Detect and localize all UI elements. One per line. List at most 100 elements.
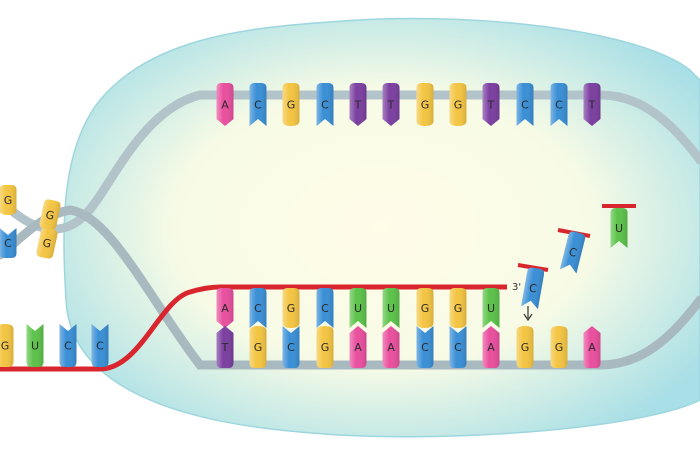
template-nucleotide-shade [216,83,234,126]
template-nucleotide-shade [249,83,267,126]
rna-nucleotide-letter: G [421,302,430,315]
rna-nucleotide: C [316,288,334,328]
exiting-rna-nucleotide-letter: C [96,340,104,353]
template-nucleotide: G [449,83,467,126]
rna-nucleotide: G [416,288,434,328]
three-prime-label: 3' [512,282,521,293]
rna-nucleotide-letter: U [354,302,362,315]
exiting-rna-nucleotide: U [26,324,44,367]
template-nucleotide: C [550,83,568,126]
dna-nucleotide-shade [382,326,400,368]
dna-nucleotide: G [249,326,267,368]
dna-nucleotide-letter: C [287,341,295,354]
helix-nucleotide: G [0,185,17,215]
template-nucleotide-letter: T [487,99,495,112]
helix-nucleotide-letter: G [44,208,55,222]
dna-nucleotide: A [349,326,367,368]
helix-nucleotide-shade [39,199,61,231]
dna-nucleotide-shade [316,326,334,368]
template-nucleotide-letter: C [254,99,262,112]
incoming-nucleotide-shade [521,267,545,310]
template-nucleotide: T [583,83,601,126]
rna-nucleotide: C [249,288,267,328]
rna-nucleotide-shade [349,288,367,328]
dna-nucleotide-letter: A [354,341,362,354]
incoming-arrow [523,306,533,322]
template-nucleotide: C [316,83,334,126]
dna-nucleotide: G [550,326,568,368]
template-nucleotide-letter: C [321,99,329,112]
dna-nucleotide-letter: A [588,341,596,354]
template-nucleotide-shade [349,83,367,126]
template-nucleotide: T [349,83,367,126]
incoming-nucleotide-letter: C [528,281,538,295]
rna-nucleotide-letter: C [254,302,262,315]
rna-nucleotide: U [482,288,500,328]
rna-nucleotide-letter: U [387,302,395,315]
dna-nucleotide-shade [550,326,568,368]
rna-nucleotide-shade [282,288,300,328]
dna-nucleotide: C [449,326,467,368]
dna-nucleotide-letter: A [487,341,495,354]
template-nucleotide-shade [282,83,300,126]
rna-nucleotide-shade [249,288,267,328]
dna-nucleotide: A [583,326,601,368]
dna-nucleotide-letter: G [521,341,530,354]
incoming-nucleotide-shade [559,231,586,274]
rna-nucleotide-shade [216,288,234,328]
template-nucleotide: G [282,83,300,126]
template-nucleotide: C [249,83,267,126]
rna-nucleotide: U [349,288,367,328]
dna-nucleotide-shade [516,326,534,368]
rna-nucleotide: G [449,288,467,328]
helix-nucleotide: G [39,199,61,231]
exiting-rna-nucleotide: G [0,324,14,367]
dna-nucleotide: C [416,326,434,368]
dna-nucleotide-shade [349,326,367,368]
exiting-rna-nucleotide-shade [59,324,77,367]
exiting-rna-nucleotide-letter: G [1,340,10,353]
dna-nucleotide-shade [449,326,467,368]
dna-nucleotide: G [316,326,334,368]
dna-nucleotide: G [516,326,534,368]
rna-nucleotide: G [282,288,300,328]
incoming-nucleotide-shade [610,208,628,248]
incoming-nucleotide-letter: U [615,222,623,235]
dna-nucleotide: C [282,326,300,368]
rna-nucleotide-letter: G [287,302,296,315]
helix-nucleotide-shade [36,227,58,259]
exiting-rna-nucleotide-shade [26,324,44,367]
dna-nucleotide-letter: G [555,341,564,354]
template-nucleotide-shade [550,83,568,126]
exiting-rna-nucleotide-letter: C [64,340,72,353]
rna-nucleotide-shade [416,288,434,328]
dna-nucleotide-letter: G [254,341,263,354]
dna-nucleotide-letter: C [454,341,462,354]
helix-nucleotide-letter: G [4,194,13,207]
dna-nucleotide-shade [416,326,434,368]
template-nucleotide: G [416,83,434,126]
dna-nucleotide-shade [482,326,500,368]
dna-nucleotide-letter: G [321,341,330,354]
helix-nucleotide-shade [0,185,17,215]
dna-nucleotide: A [482,326,500,368]
rna-nucleotide: U [382,288,400,328]
rna-nucleotide-letter: G [454,302,463,315]
template-nucleotide-letter: G [454,99,463,112]
template-nucleotide-shade [516,83,534,126]
helix-nucleotide-shade [0,228,17,258]
helix-nucleotide-letter: C [4,237,12,250]
template-nucleotide-letter: A [221,99,229,112]
exiting-rna-nucleotide: C [91,324,109,367]
template-nucleotide-letter: C [521,99,529,112]
template-nucleotide-shade [316,83,334,126]
incoming-nucleotide: C [521,267,545,310]
rna-nucleotide-shade [449,288,467,328]
template-nucleotide: T [382,83,400,126]
template-nucleotide-letter: G [421,99,430,112]
incoming-nucleotide-letter: C [568,245,579,260]
helix-nucleotide-letter: G [41,236,52,250]
